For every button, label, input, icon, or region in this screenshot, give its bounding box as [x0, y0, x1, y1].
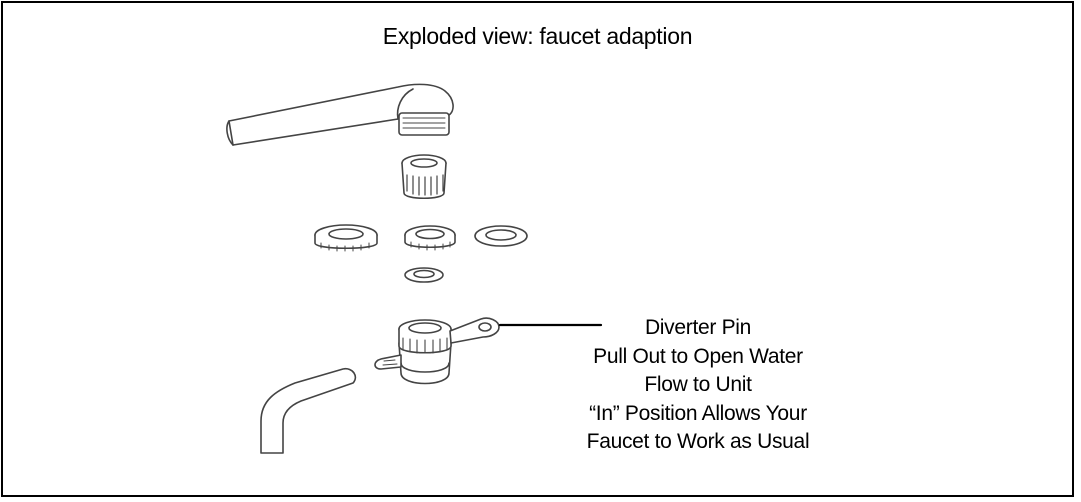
- diagram-title: Exploded view: faucet adaption: [382, 23, 693, 49]
- callout-line: Faucet to Work as Usual: [586, 430, 810, 453]
- diverter-valve: [374, 317, 500, 385]
- thread-adapter-middle: [404, 225, 456, 251]
- hose-elbow: [260, 367, 357, 454]
- callout-line: Pull Out to Open Water: [593, 344, 803, 368]
- thread-adapter-left: [314, 224, 378, 252]
- faucet-spout: [226, 83, 454, 146]
- washer-right: [474, 225, 528, 247]
- callout-line: Flow to Unit: [644, 373, 752, 396]
- washer-small: [404, 267, 444, 283]
- diverter-pin-callout: Diverter Pin Pull Out to Open Water Flow…: [523, 314, 873, 457]
- faucet-exploded-drawing: [226, 83, 603, 454]
- adapter-ring: [401, 154, 447, 200]
- callout-line: Diverter Pin: [644, 316, 752, 339]
- callout-line: “In” Position Allows Your: [589, 401, 807, 425]
